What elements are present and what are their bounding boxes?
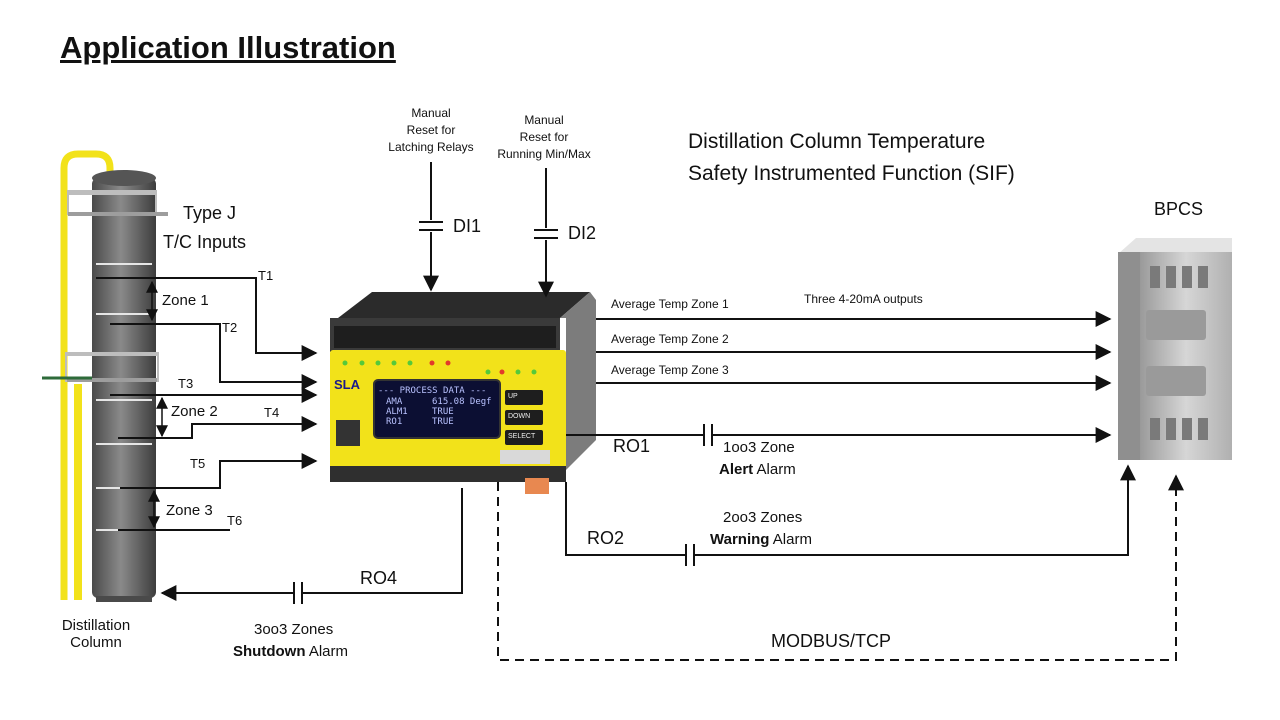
inputs-label-line-2: T/C Inputs <box>163 232 247 252</box>
tc-label-t2: T2 <box>222 320 238 335</box>
screen-row-2-value: TRUE <box>432 407 454 417</box>
analog-output-1-label: Average Temp Zone 1 <box>611 297 729 311</box>
di2-desc-line-2: Reset for <box>519 130 569 144</box>
bpcs-cabinet <box>1118 238 1232 460</box>
screen-row-1-value: 615.08 Degf <box>432 397 492 407</box>
inputs-label-line-1: Type J <box>183 203 237 223</box>
ro4-severity: Shutdown <box>233 643 306 660</box>
zone-label-3: Zone 3 <box>166 502 213 519</box>
sla-device <box>330 292 596 494</box>
zone-dimensions <box>146 280 168 529</box>
di1-tag: DI1 <box>453 216 482 236</box>
analog-output-wires <box>596 311 1112 391</box>
ro1-tag: RO1 <box>613 436 651 456</box>
zone-label-1: Zone 1 <box>162 292 209 309</box>
ro4-tag: RO4 <box>360 568 398 588</box>
digital-input-wires <box>419 162 558 298</box>
screen-row-1-key: AMA <box>386 397 403 407</box>
modbus-label: MODBUS/TCP <box>771 631 892 651</box>
di2-tag: DI2 <box>568 223 597 243</box>
ro1-desc-line-1: 1oo3 Zone <box>723 439 795 456</box>
column-label-line-1: Distillation <box>61 617 131 634</box>
down-button[interactable]: DOWN <box>508 413 531 420</box>
ro1-desc-line-2: Alert Alarm <box>719 461 796 478</box>
ro4-alarm-word: Alarm <box>305 643 348 660</box>
modbus-link <box>497 474 1184 661</box>
analog-outputs-note: Three 4-20mA outputs <box>804 292 923 306</box>
tc-label-t1: T1 <box>258 268 274 283</box>
ro4-desc-line-2: Shutdown Alarm <box>233 643 348 660</box>
ro1-alarm-word: Alarm <box>753 461 796 478</box>
column-label-line-2: Column <box>70 634 122 651</box>
ro1-severity: Alert <box>719 461 754 478</box>
di1-desc-line-2: Reset for <box>406 123 456 137</box>
ro2-desc-line-1: 2oo3 Zones <box>723 509 803 526</box>
tc-label-t4: T4 <box>264 405 280 420</box>
ro2-severity: Warning <box>710 531 770 548</box>
analog-output-2-label: Average Temp Zone 2 <box>611 332 729 346</box>
relay-output-wires <box>160 424 1136 604</box>
device-model: SLA <box>334 377 360 392</box>
up-button[interactable]: UP <box>508 393 518 400</box>
di2-desc-line-3: Running Min/Max <box>497 147 591 161</box>
bpcs-label: BPCS <box>1154 199 1204 219</box>
tc-label-t3: T3 <box>178 376 194 391</box>
subtitle-line-2: Safety Instrumented Function (SIF) <box>688 162 1015 185</box>
di2-desc-line-1: Manual <box>524 113 564 127</box>
ro2-desc-line-2: Warning Alarm <box>710 531 812 548</box>
ro4-desc-line-1: 3oo3 Zones <box>254 621 334 638</box>
page-title: Application Illustration <box>60 30 396 65</box>
ro2-alarm-word: Alarm <box>769 531 812 548</box>
analog-output-3-label: Average Temp Zone 3 <box>611 363 729 377</box>
screen-row-2-key: ALM1 <box>386 407 408 417</box>
tc-label-t6: T6 <box>227 513 243 528</box>
tc-wires <box>96 277 318 531</box>
screen-title: --- PROCESS DATA --- <box>378 386 487 396</box>
subtitle-line-1: Distillation Column Temperature <box>688 130 986 153</box>
zone-label-2: Zone 2 <box>171 403 218 420</box>
screen-row-3-value: TRUE <box>432 417 454 427</box>
select-button[interactable]: SELECT <box>508 433 536 440</box>
distillation-column <box>42 150 168 602</box>
screen-row-3-key: RO1 <box>386 417 403 427</box>
di1-desc-line-1: Manual <box>411 106 451 120</box>
di1-desc-line-3: Latching Relays <box>388 140 474 154</box>
tc-label-t5: T5 <box>190 456 206 471</box>
ro2-tag: RO2 <box>587 528 625 548</box>
